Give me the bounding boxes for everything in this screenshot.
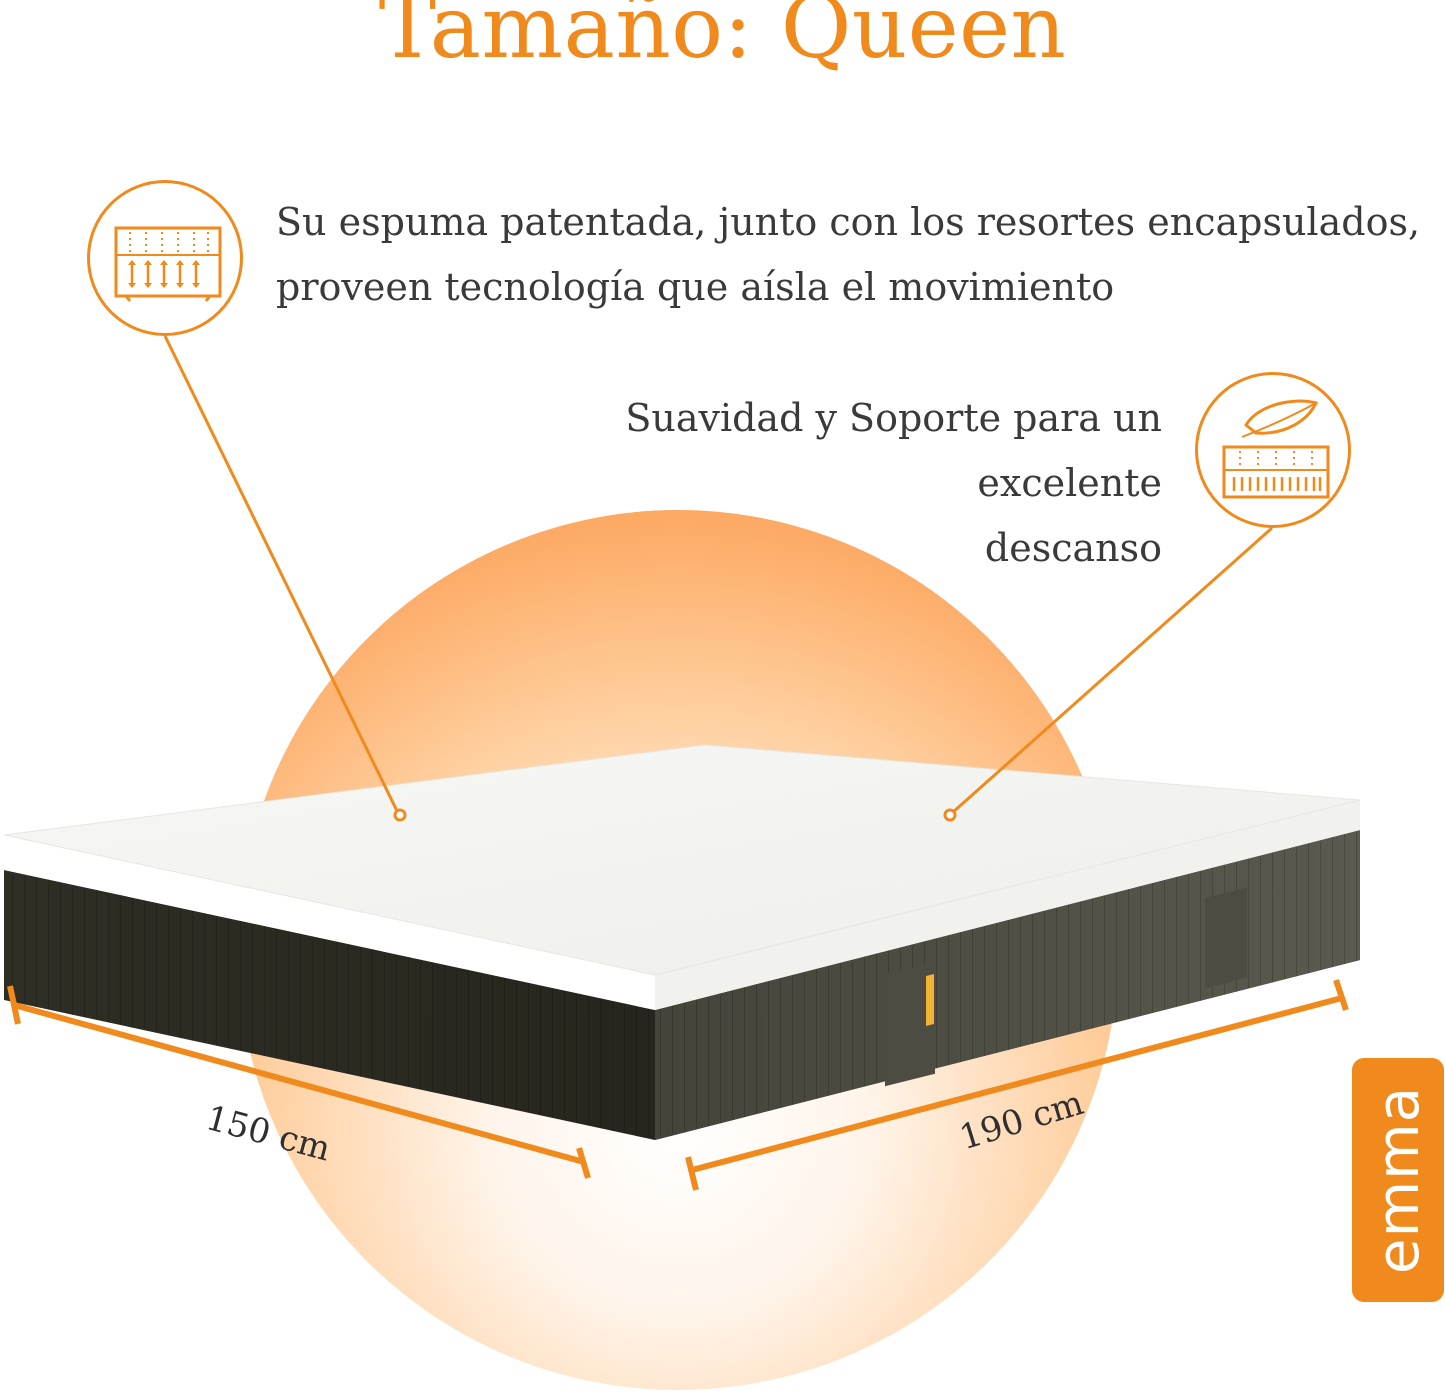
feature-2-line-1: Suavidad y Soporte para un excelente [625,396,1162,505]
feature-2-line-2: descanso [984,526,1162,570]
brand-badge: emma [1352,1058,1444,1302]
page-title: Tamaño: Queen [378,0,1067,78]
feature-1-line-1: Su espuma patentada, junto con los resor… [276,200,1421,244]
mattress-springs-icon [87,180,243,336]
callout-line-2 [951,526,1273,815]
callout-dot-2 [943,808,957,822]
feature-2-text: Suavidad y Soporte para un excelente des… [440,386,1162,581]
mattress-top-edge [4,800,1360,1010]
mattress-feather-icon [1195,372,1351,528]
mattress-handle [885,961,935,1087]
mattress-label-tag [926,974,934,1026]
feature-1-text: Su espuma patentada, junto con los resor… [276,190,1426,320]
mattress-top-surface [3,744,1361,976]
callout-dot-1 [393,808,407,822]
feature-1-line-2: proveen tecnología que aísla el movimien… [276,265,1115,309]
dimension-line-length [691,995,1343,1173]
callout-line-1 [163,335,400,814]
dimension-line-width [13,1002,585,1165]
brand-logo: emma [1364,1085,1432,1275]
